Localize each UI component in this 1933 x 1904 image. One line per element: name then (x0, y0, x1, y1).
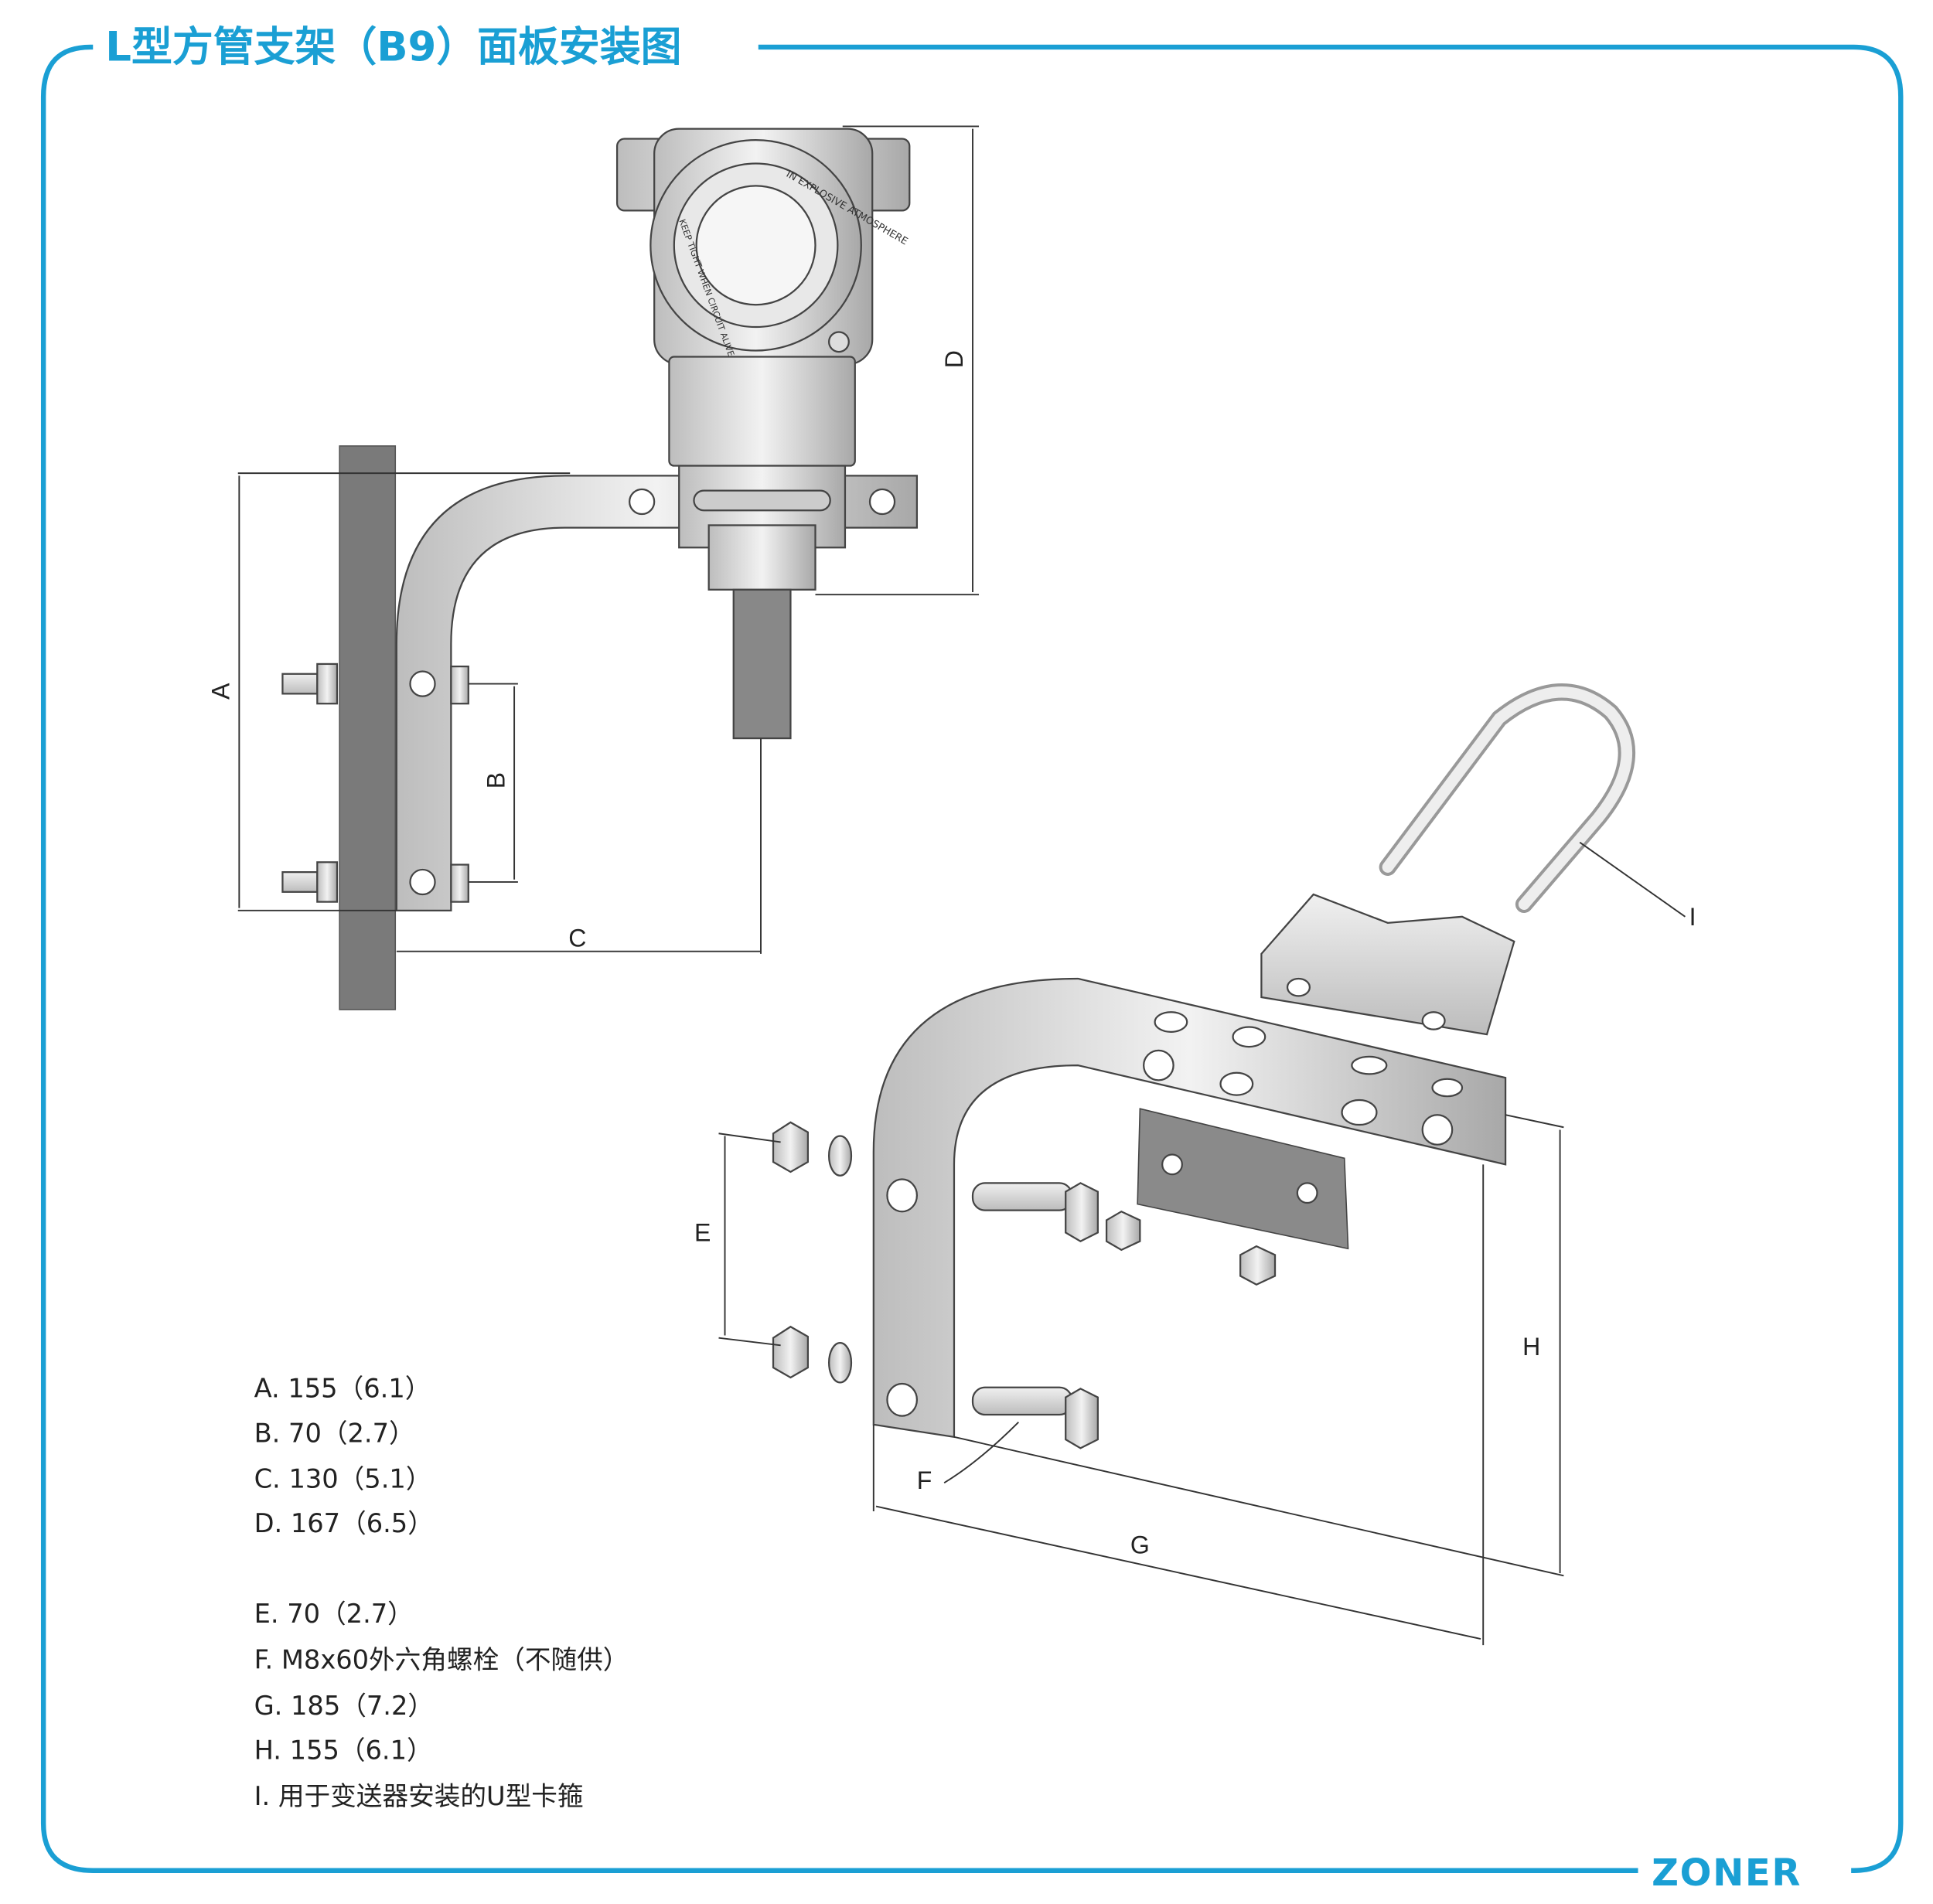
dimension-lines-iso (718, 1114, 1564, 1646)
legend-item: E. 70（2.7） (254, 1599, 414, 1629)
legend-item: A. 155（6.1） (254, 1374, 431, 1404)
dim-label-c: C (568, 924, 586, 952)
backing-plate (1137, 1108, 1349, 1250)
frame-border (40, 44, 1904, 1873)
saddle-clamp (1260, 893, 1515, 1036)
u-bolt (1379, 683, 1635, 914)
hex-bolt-upper (971, 1182, 1099, 1242)
page-title: L型方管支架（B9）面板安装图 (105, 24, 681, 71)
dimension-lines-side (237, 125, 980, 952)
bolt-lower (281, 861, 469, 903)
dim-label-a: A (207, 683, 235, 700)
iso-bracket (872, 977, 1507, 1439)
legend-item: H. 155（6.1） (254, 1735, 433, 1766)
legend-item: D. 167（6.5） (254, 1508, 434, 1538)
mounting-panel (339, 445, 397, 1010)
legend-item: G. 185（7.2） (254, 1691, 434, 1721)
exploded-view: E F G H I (694, 683, 1696, 1646)
dim-label-h: H (1522, 1333, 1540, 1361)
brand-logo: ZONER (1652, 1851, 1802, 1895)
dim-label-b: B (482, 772, 510, 789)
pressure-transmitter: IN EXPLOSIVE ATMOSPHERE KEEP TIGHT WHEN … (615, 128, 911, 954)
nuts-washers (772, 1121, 1277, 1384)
dim-label-d: D (940, 350, 968, 368)
dim-label-g: G (1130, 1531, 1150, 1559)
legend-item: B. 70（2.7） (254, 1418, 415, 1448)
legend-item: I. 用于变送器安装的U型卡箍 (254, 1781, 584, 1811)
legend-item: C. 130（5.1） (254, 1464, 432, 1494)
dim-label-f: F (917, 1466, 932, 1494)
legend-item: F. M8x60外六角螺栓（不随供） (254, 1645, 629, 1675)
hex-bolt-lower (971, 1386, 1099, 1449)
bolt-upper (281, 662, 469, 705)
dim-label-e: E (694, 1219, 711, 1247)
side-view: IN EXPLOSIVE ATMOSPHERE KEEP TIGHT WHEN … (207, 125, 980, 1010)
dimension-legend: A. 155（6.1） B. 70（2.7） C. 130（5.1） D. 16… (254, 1374, 629, 1811)
dim-label-i: I (1689, 903, 1696, 931)
